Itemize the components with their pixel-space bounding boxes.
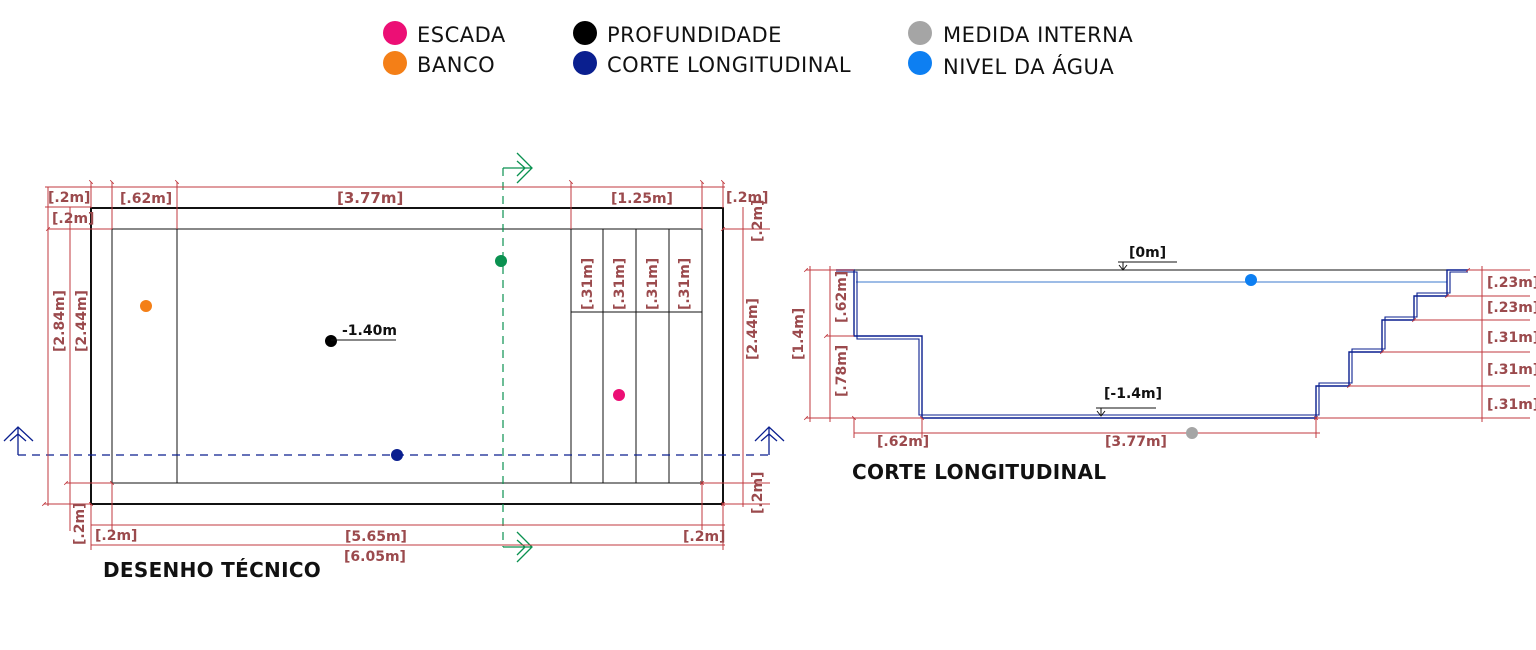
legend-label-medida: MEDIDA INTERNA <box>943 23 1133 47</box>
sec-dim-bench-height: [.62m] <box>834 271 850 323</box>
depth-marker-dot <box>325 335 337 347</box>
step-dim-3: [.31m] <box>645 258 661 310</box>
cut-arrow-top-icon <box>503 152 533 184</box>
bench-marker-dot <box>140 300 152 312</box>
legend-label-escada: ESCADA <box>417 23 506 47</box>
left-dim-bottom-edge: [.2m] <box>72 503 88 545</box>
right-dim-top-edge: [.2m] <box>750 200 766 242</box>
pool-profile-inner <box>836 271 1468 416</box>
sec-dim-rise-4: [.31m] <box>1487 362 1536 378</box>
legend-dot-profundidade <box>573 21 597 45</box>
depth-label: -1.40m <box>342 323 397 339</box>
pool-outer-border <box>90 207 724 505</box>
section-drawing: [0m] [-1.4m] [1.4m] [.62m] [.78m] [.62m]… <box>791 245 1536 484</box>
sec-dim-rise-2: [.23m] <box>1487 300 1536 316</box>
legend-dot-banco <box>383 51 407 75</box>
legend-dot-corte <box>573 51 597 75</box>
legend-label-nivel: NIVEL DA ÁGUA <box>943 54 1114 79</box>
stair-marker-dot <box>613 389 625 401</box>
step-dim-1: [.31m] <box>580 258 596 310</box>
top-level-label: [0m] <box>1129 245 1166 261</box>
section-arrow-left-icon <box>3 426 34 455</box>
plan-title: DESENHO TÉCNICO <box>103 558 321 582</box>
top-dim-right-edge: [.2m] <box>726 190 768 206</box>
legend-label-banco: BANCO <box>417 53 495 77</box>
bottom-dim-total: [6.05m] <box>344 549 406 565</box>
legend-dot-medida <box>908 21 932 45</box>
bottom-dim-left-edge: [.2m] <box>95 528 137 544</box>
cut-arrow-bottom-icon <box>503 531 533 563</box>
sec-dim-rise-5: [.31m] <box>1487 397 1536 413</box>
sec-dim-rise-3: [.31m] <box>1487 330 1536 346</box>
legend-label-profundidade: PROFUNDIDADE <box>607 23 782 47</box>
left-dim-top-edge: [.2m] <box>52 211 94 227</box>
bottom-level-label: [-1.4m] <box>1104 386 1162 402</box>
top-dim-pool: [3.77m] <box>337 189 403 207</box>
left-dim-inner: [2.44m] <box>74 290 90 352</box>
sec-dim-rise-1: [.23m] <box>1487 275 1536 291</box>
left-dim-total: [2.84m] <box>52 290 68 352</box>
step-dim-2: [.31m] <box>612 258 628 310</box>
internal-measure-dot <box>1186 427 1198 439</box>
top-dim-steps: [1.25m] <box>611 191 673 207</box>
right-dim-inner: [2.44m] <box>745 298 761 360</box>
section-arrow-right-icon <box>754 426 785 455</box>
sec-dim-lower-height: [.78m] <box>834 345 850 397</box>
cut-marker-dot <box>495 255 507 267</box>
legend-dot-nivel <box>908 51 932 75</box>
bottom-dim-inner: [5.65m] <box>345 529 407 545</box>
top-level-icon <box>1118 262 1128 271</box>
top-dim-bench: [.62m] <box>120 191 172 207</box>
bottom-level-icon <box>1096 408 1106 417</box>
sec-dim-floor-length: [3.77m] <box>1105 434 1167 450</box>
pool-inner-border <box>111 228 703 484</box>
legend: ESCADA BANCO PROFUNDIDADE CORTE LONGITUD… <box>383 21 1133 79</box>
sec-dim-total-depth: [1.4m] <box>791 308 807 360</box>
sec-dim-bench-width: [.62m] <box>877 434 929 450</box>
water-level-dot <box>1245 274 1257 286</box>
right-dim-bottom-edge: [.2m] <box>750 472 766 514</box>
section-title: CORTE LONGITUDINAL <box>852 460 1106 484</box>
bottom-dim-right-edge: [.2m] <box>683 529 725 545</box>
pool-profile-outer <box>836 269 1468 419</box>
top-dim-left-edge: [.2m] <box>48 190 90 206</box>
legend-dot-escada <box>383 21 407 45</box>
legend-label-corte: CORTE LONGITUDINAL <box>607 53 851 77</box>
plan-drawing: [.31m] [.31m] [.31m] [.31m] -1.40m [.2m]… <box>3 152 785 582</box>
step-dim-4: [.31m] <box>677 258 693 310</box>
